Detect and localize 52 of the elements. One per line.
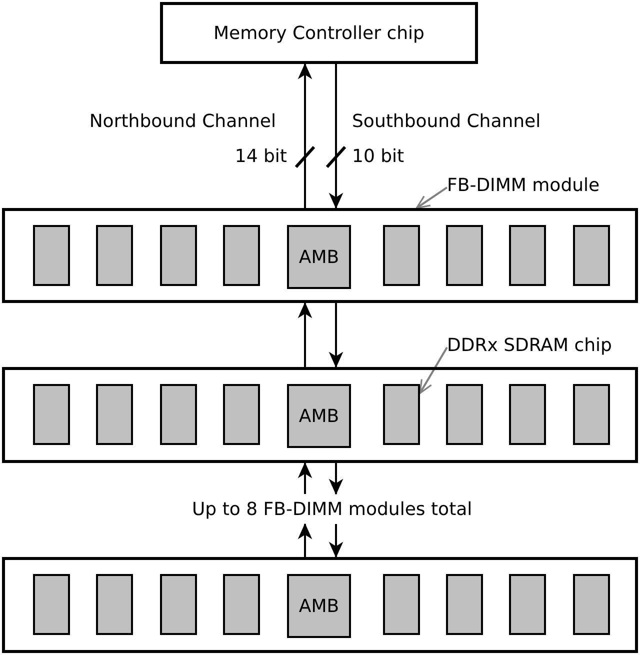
arrow <box>298 462 312 494</box>
memory-chip <box>573 384 610 445</box>
text-label: 10 bit <box>352 146 404 167</box>
box-label: AMB <box>298 246 340 268</box>
memory-chip <box>223 574 260 635</box>
memory-chip <box>383 225 420 286</box>
memory-chip <box>33 384 70 445</box>
memory-chip <box>383 384 420 445</box>
arrow <box>328 524 344 558</box>
module-board <box>2 367 638 463</box>
memory-chip <box>160 384 197 445</box>
memory-chip <box>573 225 610 286</box>
buffer-chip <box>287 574 351 638</box>
memory-chip <box>446 384 483 445</box>
module-board <box>2 557 638 653</box>
memory-chip <box>160 225 197 286</box>
memory-chip <box>509 384 546 445</box>
arrow <box>328 303 344 368</box>
arrow <box>298 63 312 208</box>
arrow <box>328 463 344 495</box>
module-board <box>2 208 638 303</box>
leader-line <box>419 346 448 394</box>
memory-chip <box>96 574 133 635</box>
memory-chip <box>96 384 133 445</box>
memory-chip <box>96 225 133 286</box>
memory-chip <box>509 225 546 286</box>
memory-chip <box>446 574 483 635</box>
box-label: Memory Controller chip <box>214 22 424 44</box>
text-label: 14 bit <box>234 146 287 167</box>
arrow <box>328 64 344 209</box>
memory-chip <box>509 574 546 635</box>
memory-chip <box>33 574 70 635</box>
callout-text: Up to 8 FB-DIMM modules total <box>192 494 512 524</box>
buffer-chip <box>287 384 351 448</box>
memory-chip <box>383 574 420 635</box>
memory-chip <box>223 384 260 445</box>
memory-chip <box>223 225 260 286</box>
text-label: Northbound Channel <box>89 111 276 132</box>
callout-text: FB-DIMM module <box>447 173 637 197</box>
memory-chip <box>33 225 70 286</box>
text-label: Southbound Channel <box>352 111 541 132</box>
box-label: AMB <box>298 596 340 616</box>
box-label: AMB <box>298 406 340 426</box>
memory-chip <box>446 225 483 286</box>
buffer-chip <box>287 225 351 289</box>
arrow <box>298 302 312 367</box>
controller-box <box>160 2 478 64</box>
memory-chip <box>160 574 197 635</box>
leader-line <box>416 186 448 209</box>
callout-text: DDRx SDRAM chip <box>447 333 637 357</box>
arrow <box>298 523 312 557</box>
memory-chip <box>573 574 610 635</box>
